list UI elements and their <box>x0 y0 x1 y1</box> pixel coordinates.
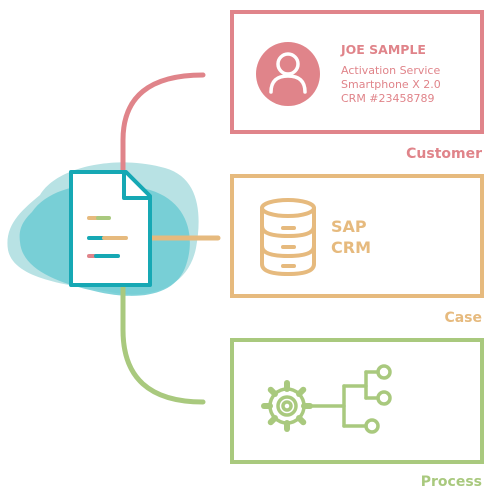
user-avatar-icon <box>256 42 320 106</box>
connector-customer <box>120 72 206 175</box>
case-system-line2: CRM <box>331 238 371 257</box>
customer-name: JOE SAMPLE <box>340 42 426 57</box>
case-label: Case <box>444 310 482 326</box>
connectors <box>120 72 221 405</box>
database-icon <box>260 198 316 277</box>
process-card: Process <box>230 338 484 490</box>
document-outline <box>69 170 152 287</box>
gear-workflow-icon <box>261 364 392 434</box>
case-box <box>230 174 484 298</box>
document-fold <box>122 174 148 200</box>
customer-service: Activation Service <box>341 64 440 77</box>
case-system-line1: SAP <box>331 217 367 236</box>
case-card: SAP CRM Case <box>230 174 484 326</box>
customer-label: Customer <box>406 146 482 162</box>
customer-device: Smartphone X 2.0 <box>341 78 441 91</box>
process-box <box>230 338 484 464</box>
document-icon <box>69 170 152 287</box>
customer-crm-number: CRM #23458789 <box>341 92 435 105</box>
process-label: Process <box>421 474 482 490</box>
customer-box <box>230 10 484 134</box>
customer-card: JOE SAMPLE Activation Service Smartphone… <box>230 10 484 162</box>
connector-process <box>120 282 206 405</box>
